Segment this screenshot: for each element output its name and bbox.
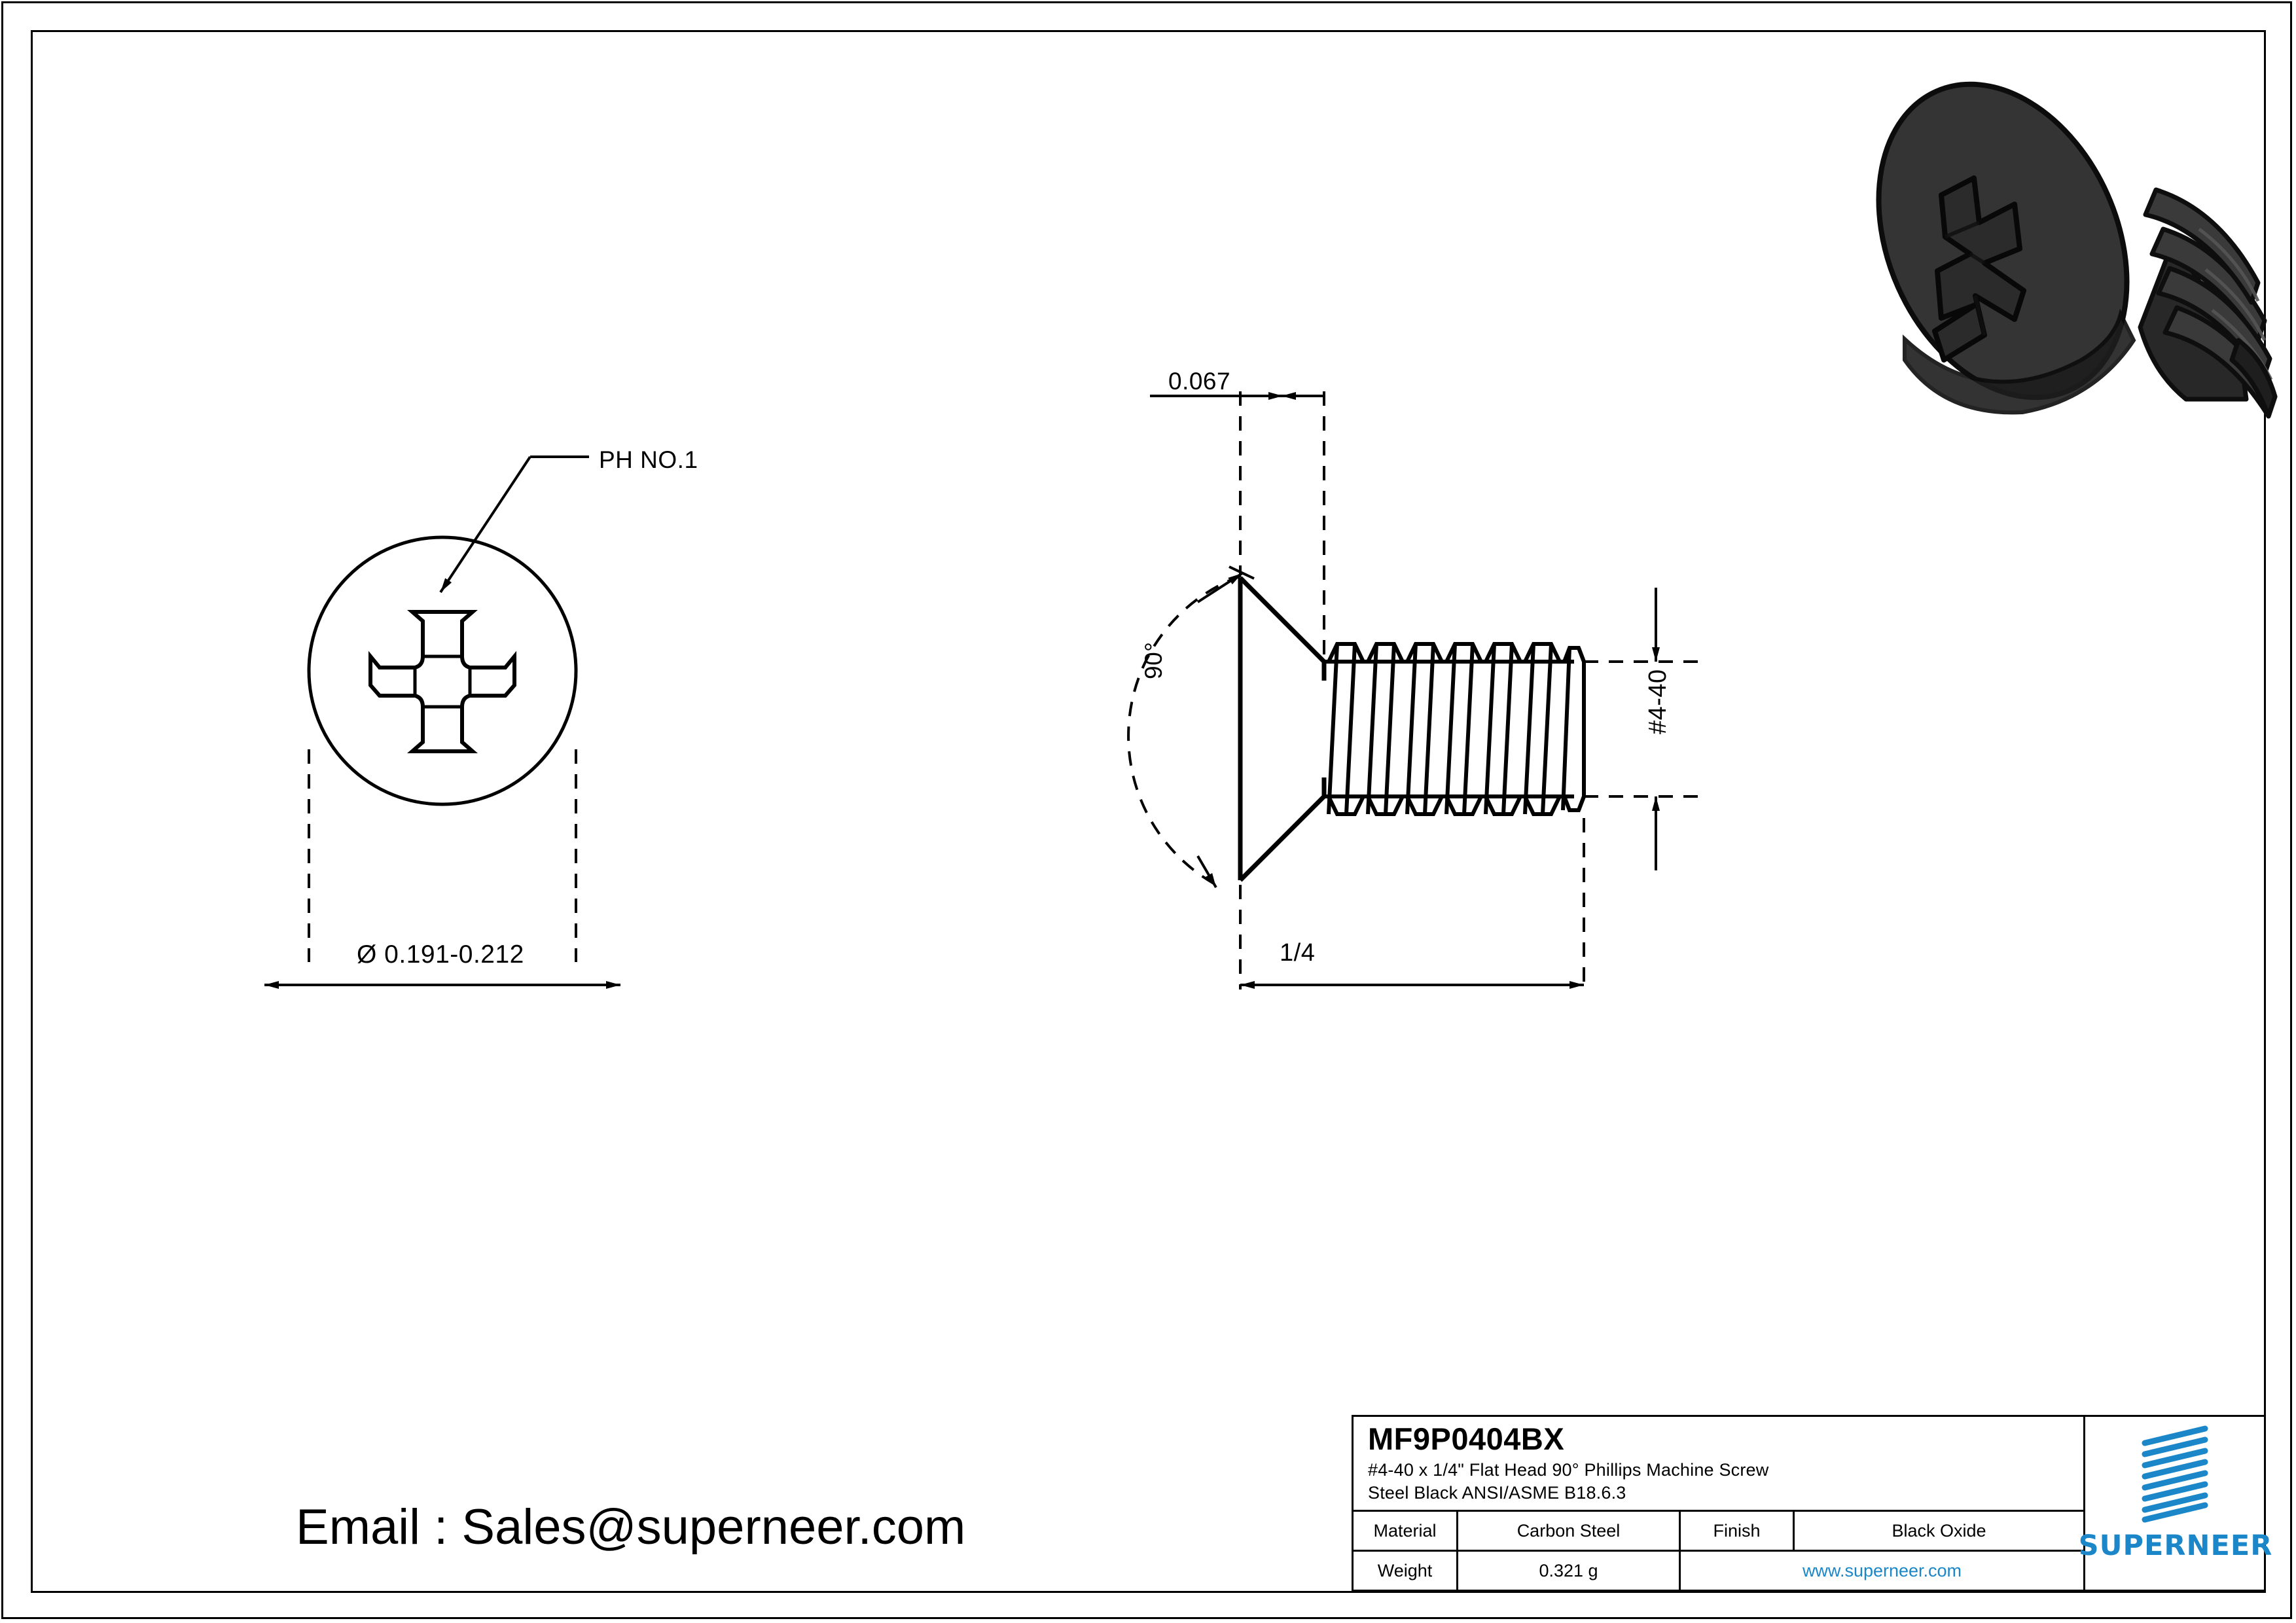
weight-label: Weight xyxy=(1354,1552,1458,1590)
phillips-recess-3d xyxy=(1932,175,2026,363)
table-row-weight: Weight 0.321 g www.superneer.com xyxy=(1354,1550,2083,1590)
title-block-left: MF9P0404BX #4-40 x 1/4" Flat Head 90° Ph… xyxy=(1354,1417,2085,1590)
head-height-dimension-label: 0.067 xyxy=(1168,368,1231,395)
shank-end-cap xyxy=(2229,338,2278,419)
screw-head xyxy=(1876,81,2136,415)
table-row-material: Material Carbon Steel Finish Black Oxide xyxy=(1354,1510,2083,1550)
superneer-logo-icon xyxy=(2142,1425,2208,1523)
title-block-spec-table: Material Carbon Steel Finish Black Oxide… xyxy=(1354,1510,2083,1590)
website-link[interactable]: www.superneer.com xyxy=(1802,1560,1962,1580)
head-angle-dimension-label: 90° xyxy=(1140,641,1167,679)
title-block: MF9P0404BX #4-40 x 1/4" Flat Head 90° Ph… xyxy=(1352,1415,2272,1592)
brand-panel: SUPERNEER xyxy=(2079,1417,2272,1590)
part-number: MF9P0404BX xyxy=(1368,1421,1565,1456)
diameter-dimension-label: Ø 0.191-0.212 xyxy=(357,940,524,969)
part-description-line-1: #4-40 x 1/4" Flat Head 90° Phillips Mach… xyxy=(1368,1459,1769,1480)
length-dimension-label: 1/4 xyxy=(1280,939,1316,967)
screw-threaded-shank xyxy=(2138,187,2278,419)
weight-value: 0.321 g xyxy=(1458,1552,1681,1590)
drawing-frame-border xyxy=(31,30,2266,1593)
finish-value: Black Oxide xyxy=(1892,1520,1986,1541)
ph-number-label: PH NO.1 xyxy=(599,446,698,473)
brand-name: SUPERNEER xyxy=(2078,1529,2273,1562)
screw-3d-render xyxy=(1876,81,2278,419)
title-block-header: MF9P0404BX #4-40 x 1/4" Flat Head 90° Ph… xyxy=(1354,1417,2083,1510)
head-rim-shade xyxy=(1903,308,2136,415)
material-label: Material xyxy=(1354,1512,1458,1550)
part-description-line-2: Steel Black ANSI/ASME B18.6.3 xyxy=(1368,1483,1626,1503)
email-contact-text: Email : Sales@superneer.com xyxy=(296,1499,966,1555)
material-value: Carbon Steel xyxy=(1458,1512,1681,1550)
thread-size-dimension-label: #4-40 xyxy=(1644,669,1672,734)
finish-label: Finish xyxy=(1681,1512,1795,1550)
